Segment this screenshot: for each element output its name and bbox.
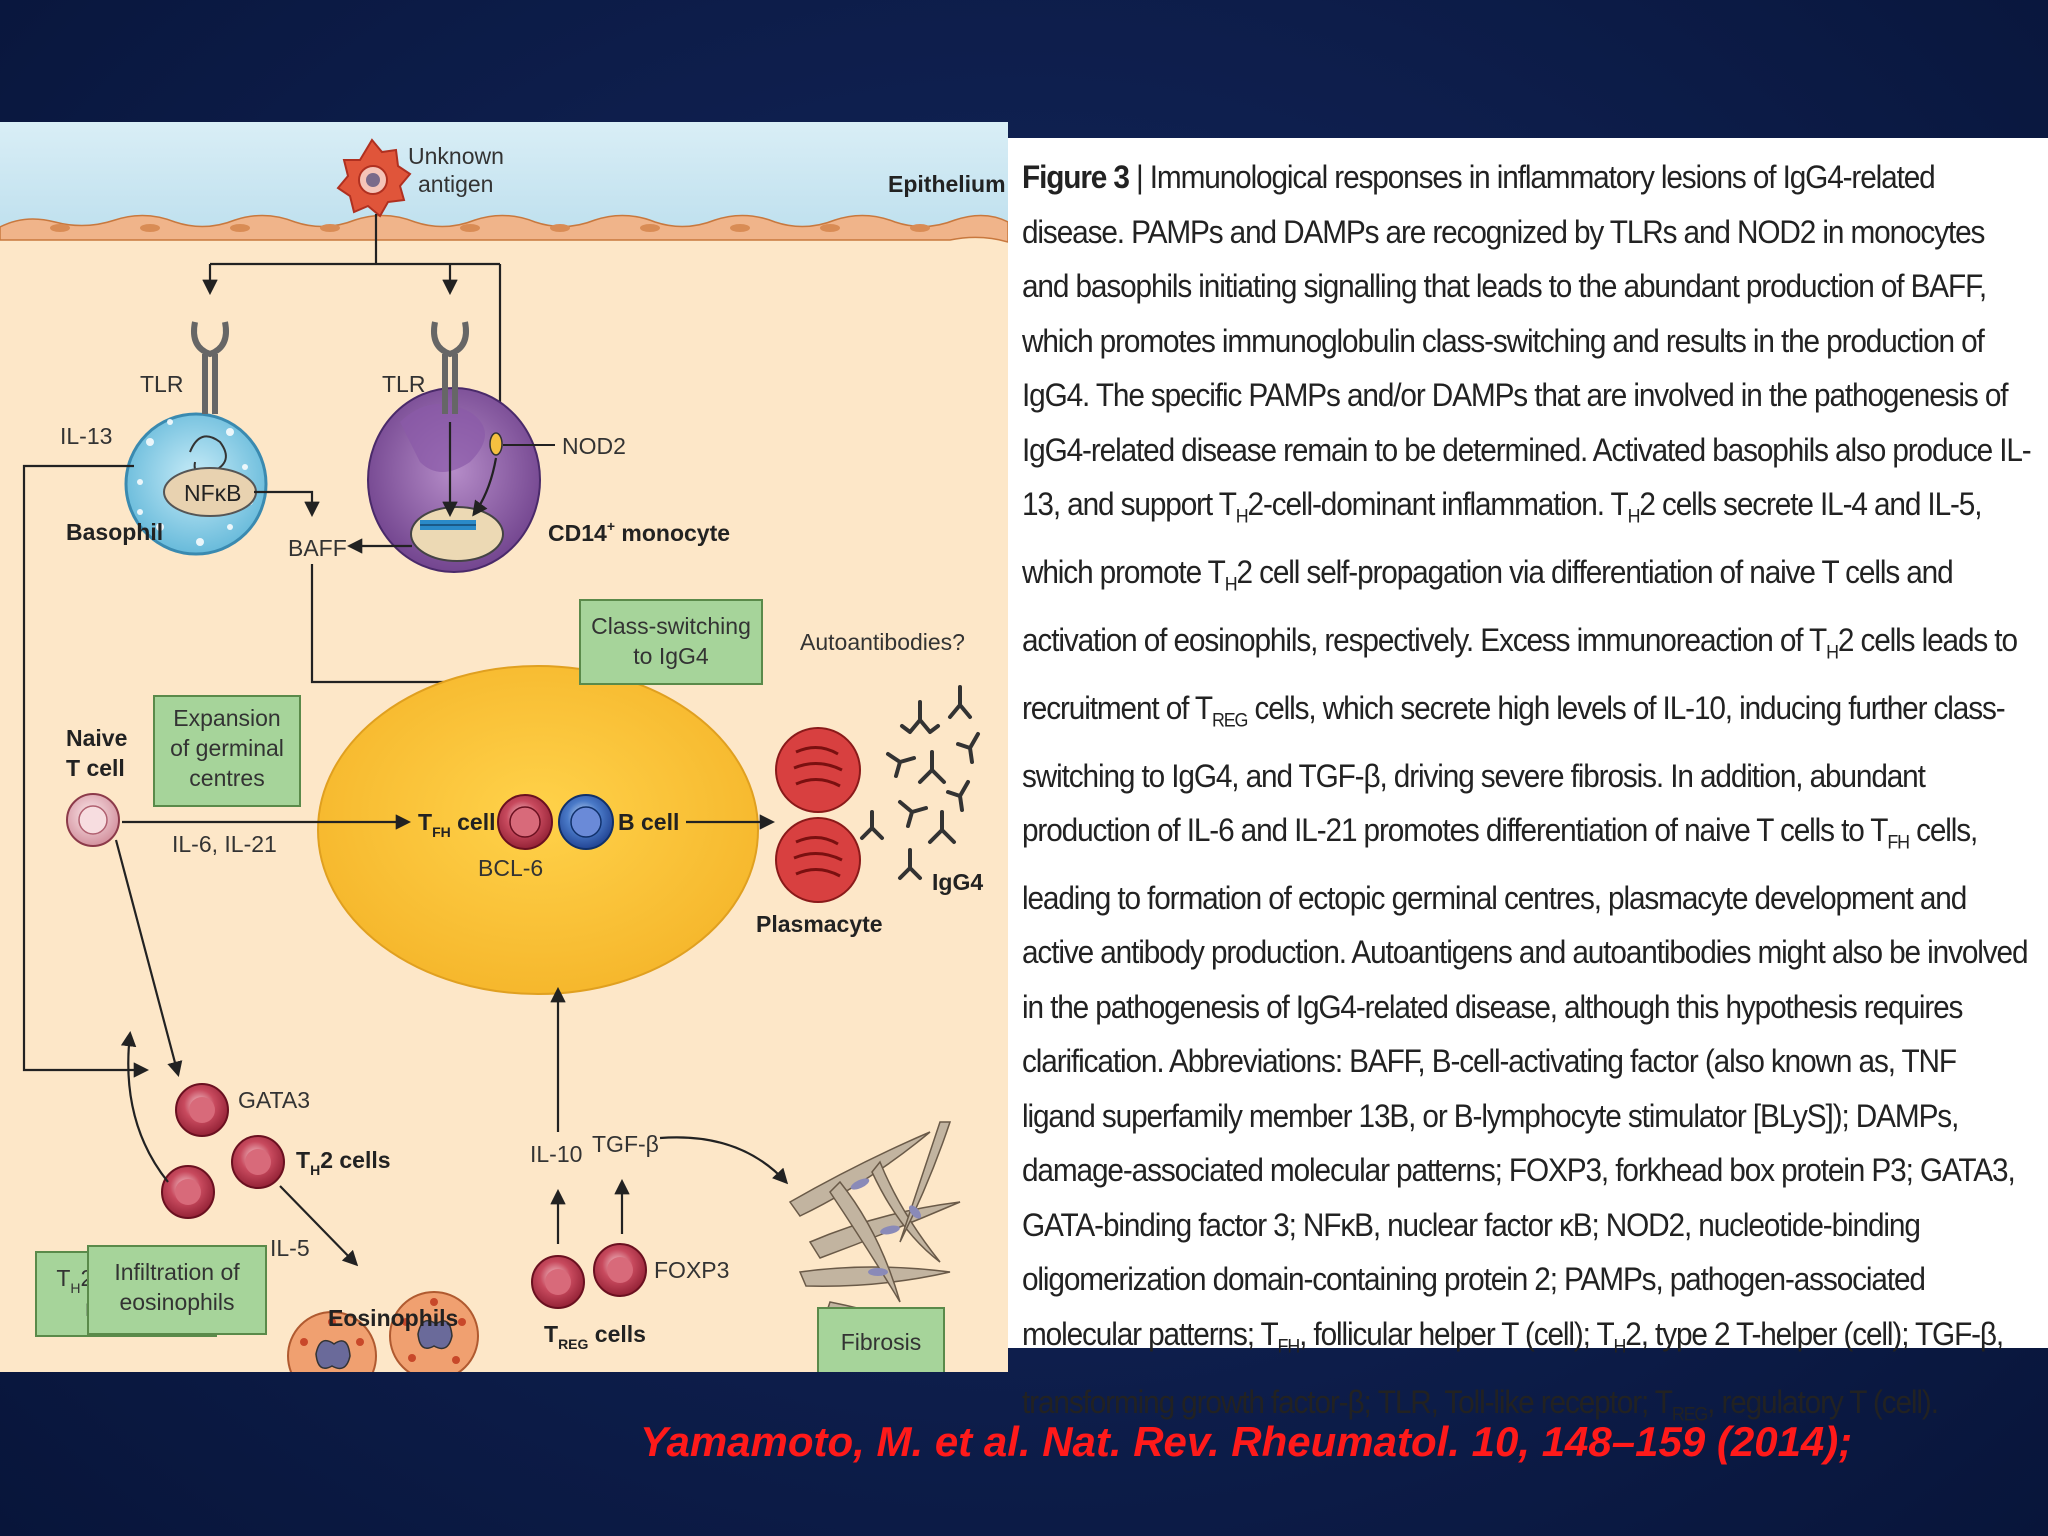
- nod2-label: NOD2: [562, 433, 626, 459]
- epithelium-label: Epithelium: [888, 171, 1006, 197]
- tlr-right-label: TLR: [382, 371, 425, 397]
- antigen-label-2: antigen: [418, 171, 493, 197]
- basophil-label: Basophil: [66, 519, 163, 545]
- il10-label: IL-10: [530, 1141, 582, 1167]
- cd14-monocyte-label: CD14+ monocyte: [548, 518, 730, 546]
- gata3-label: GATA3: [238, 1087, 310, 1113]
- naive-label-2: T cell: [66, 755, 125, 781]
- tlr-receptor-right-icon: [431, 321, 469, 414]
- expansion-label-3: centres: [189, 765, 264, 791]
- expansion-label-1: Expansion: [173, 705, 280, 731]
- tfh-cell-label: TFH cell: [418, 809, 496, 840]
- eosinophils-label: Eosinophils: [328, 1305, 458, 1331]
- class-switching-box: [579, 599, 763, 685]
- infiltration-label-2: eosinophils: [119, 1289, 234, 1315]
- th2-cells: [161, 1083, 285, 1219]
- autoantibodies-label: Autoantibodies?: [800, 629, 965, 655]
- figure-caption-panel: Figure 3 | Immunological responses in in…: [1008, 138, 2048, 1425]
- infiltration-box: [87, 1245, 267, 1335]
- tlr-left-label: TLR: [140, 371, 183, 397]
- il6-il21-label: IL-6, IL-21: [172, 831, 277, 857]
- monocyte-internal-arrows: [346, 422, 498, 554]
- figure-caption: Figure 3 | Immunological responses in in…: [1022, 159, 2032, 1426]
- class-switching-label-2: to IgG4: [633, 643, 709, 669]
- nfkb-label: NFκB: [184, 480, 242, 506]
- treg-cells: [531, 1243, 647, 1309]
- il13-label: IL-13: [60, 423, 112, 449]
- il5-label: IL-5: [270, 1235, 310, 1261]
- tgfb-label: TGF-β: [592, 1131, 659, 1157]
- eosinophil-cells: [287, 1291, 479, 1372]
- baff-label: BAFF: [288, 535, 347, 561]
- infiltration-label-1: Infiltration of: [114, 1259, 240, 1285]
- epithelium-layer: [0, 214, 1008, 243]
- foxp3-label: FOXP3: [654, 1257, 729, 1283]
- naive-label-1: Naive: [66, 725, 127, 751]
- igg4-label: IgG4: [932, 869, 983, 895]
- unknown-antigen-icon: [336, 138, 412, 218]
- tlr-receptor-left-icon: [191, 321, 229, 414]
- antigen-label-1: Unknown: [408, 143, 504, 169]
- basophil-cell: [124, 412, 268, 556]
- igg4-antibody-icons: [860, 685, 980, 880]
- fibrosis-label: Fibrosis: [841, 1329, 922, 1355]
- citation-text: Yamamoto, M. et al. Nat. Rev. Rheumatol.…: [640, 1418, 1853, 1465]
- fibrosis-box: [817, 1307, 945, 1372]
- th2-cells-label: TH2 cells: [296, 1147, 391, 1178]
- cd14-monocyte-cell: [367, 387, 541, 573]
- plasmacyte-cells: [775, 727, 861, 903]
- treg-cells-label: TREG cells: [544, 1321, 646, 1352]
- bcl6-label: BCL-6: [478, 855, 543, 881]
- epithelium-nuclei: [50, 224, 930, 232]
- b-cell-label: B cell: [618, 809, 679, 835]
- class-switching-label-1: Class-switching: [591, 613, 751, 639]
- diagram-overlay: Infiltration of eosinophils Eosinophils: [87, 1245, 458, 1335]
- plasmacyte-label: Plasmacyte: [756, 911, 883, 937]
- expansion-box: [153, 695, 301, 807]
- figure-number: Figure 3: [1022, 159, 1130, 195]
- expansion-label-2: of germinal: [170, 735, 284, 761]
